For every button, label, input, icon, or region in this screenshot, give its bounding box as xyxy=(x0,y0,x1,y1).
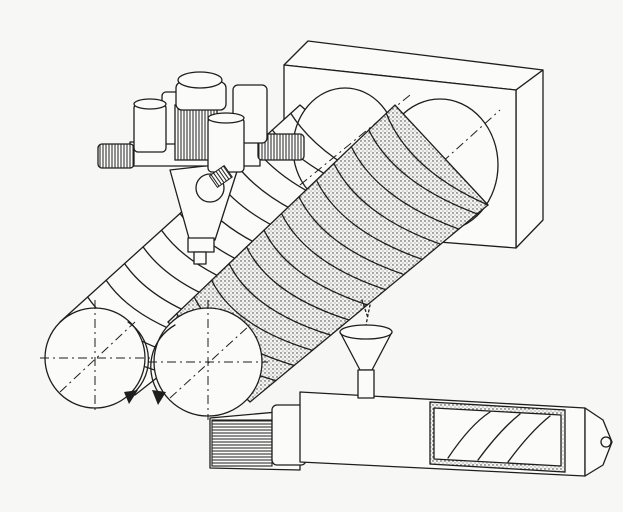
gear-knob-left xyxy=(97,143,135,169)
helical-coating-band xyxy=(228,262,332,336)
rotation-arrow-icon xyxy=(152,390,166,405)
helical-coating-band xyxy=(368,129,478,215)
helical-coating-band xyxy=(350,146,460,230)
rotation-arrow-icon xyxy=(124,390,138,404)
helical-coating-band xyxy=(263,229,369,306)
mixer-feeder xyxy=(97,71,305,265)
helical-coating-band xyxy=(280,212,387,291)
helical-coating-band xyxy=(245,246,350,321)
gear-knob-right xyxy=(257,133,305,161)
right-roller-front-face xyxy=(148,300,268,420)
extruder xyxy=(209,299,613,477)
helical-coating-band xyxy=(298,196,405,276)
left-roller-front-face xyxy=(40,300,150,412)
helical-coating-band xyxy=(315,179,423,261)
helical-coating-band xyxy=(385,112,489,206)
helical-coating-band xyxy=(211,279,314,351)
helical-coating-band xyxy=(333,162,442,245)
